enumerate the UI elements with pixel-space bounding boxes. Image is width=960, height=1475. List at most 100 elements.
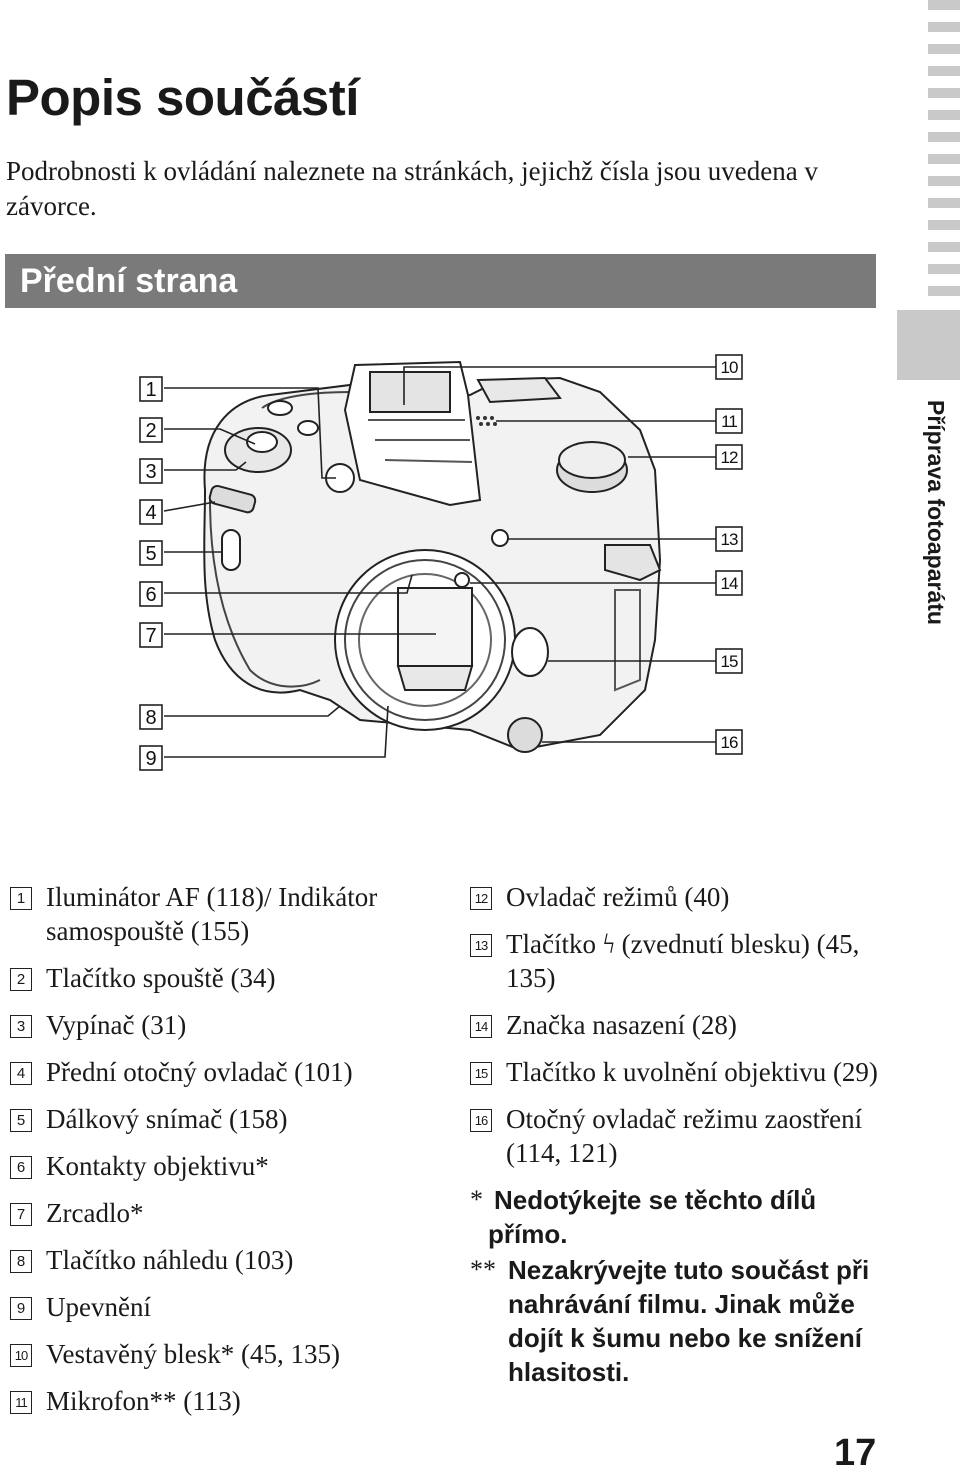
legend-item: 15 Tlačítko k uvolnění objektivu (29) xyxy=(470,1055,890,1089)
callout-3: 3 xyxy=(139,458,163,484)
legend-left-column: 1 Iluminátor AF (118)/ Indikátor samospou… xyxy=(10,880,450,1431)
item-number: 1 xyxy=(10,887,32,910)
item-number: 9 xyxy=(10,1297,32,1320)
legend-item: 13 Tlačítko ϟ (zvednutí blesku) (45, 135) xyxy=(470,927,890,995)
svg-text:9: 9 xyxy=(145,748,156,770)
callout-13: 13 xyxy=(715,526,743,552)
item-text: Přední otočný ovladač (101) xyxy=(46,1057,353,1087)
legend-item: 9 Upevnění xyxy=(10,1290,450,1324)
lens-release-button xyxy=(511,627,549,677)
svg-text:7: 7 xyxy=(145,625,156,647)
item-text: Kontakty objektivu* xyxy=(46,1151,269,1181)
svg-text:8: 8 xyxy=(145,707,156,729)
svg-text:12: 12 xyxy=(721,448,738,467)
legend-item: 11 Mikrofon** (113) xyxy=(10,1384,450,1418)
legend-item: 4 Přední otočný ovladač (101) xyxy=(10,1055,450,1089)
front-dial xyxy=(208,484,257,514)
flash-window xyxy=(369,371,451,413)
item-text: Tlačítko spouště (34) xyxy=(46,963,276,993)
svg-text:13: 13 xyxy=(721,530,738,549)
remote-sensor xyxy=(221,529,241,571)
callout-5: 5 xyxy=(139,540,163,566)
svg-text:5: 5 xyxy=(145,543,156,565)
item-number: 15 xyxy=(470,1062,492,1085)
item-number: 11 xyxy=(10,1391,32,1414)
focus-mode-dial xyxy=(507,717,543,753)
callout-4: 4 xyxy=(139,499,163,525)
item-number: 7 xyxy=(10,1203,32,1226)
item-text: Ovladač režimů (40) xyxy=(506,882,730,912)
item-text: Upevnění xyxy=(46,1292,151,1322)
callout-2: 2 xyxy=(139,417,163,443)
callout-14: 14 xyxy=(715,570,743,596)
callout-16: 16 xyxy=(715,729,743,755)
item-number: 4 xyxy=(10,1062,32,1085)
hot-shoe xyxy=(476,376,562,404)
mount-index xyxy=(454,572,470,588)
microphone-grill xyxy=(476,416,497,426)
svg-text:2: 2 xyxy=(145,420,156,442)
intro-text: Podrobnosti k ovládání naleznete na strá… xyxy=(6,156,818,221)
item-text: Značka nasazení (28) xyxy=(506,1010,737,1040)
mirror xyxy=(397,587,473,667)
item-number: 8 xyxy=(10,1250,32,1273)
page-number: 17 xyxy=(834,1432,877,1474)
item-text: Tlačítko ϟ (zvednutí blesku) (45, 135) xyxy=(506,929,860,993)
footnote-double-asterisk: ** Nezakrývejte tuto součást při nahrává… xyxy=(470,1253,890,1389)
footnote-text-continued: přímo. xyxy=(488,1219,568,1249)
legend-item: 3 Vypínač (31) xyxy=(10,1008,450,1042)
item-number: 5 xyxy=(10,1109,32,1132)
shutter-button xyxy=(246,431,278,453)
legend-item: 16 Otočný ovladač režimu zaostření (114, … xyxy=(470,1102,890,1170)
item-text: Tlačítko k uvolnění objektivu (29) xyxy=(506,1057,878,1087)
section-title: Přední strana xyxy=(20,262,238,300)
footnote-text: Nezakrývejte tuto součást při nahrávání … xyxy=(508,1255,870,1387)
edge-stripes xyxy=(928,0,960,300)
item-text: Iluminátor AF (118)/ Indikátor samospouš… xyxy=(46,882,378,946)
item-text: Zrcadlo* xyxy=(46,1198,144,1228)
svg-text:6: 6 xyxy=(145,584,156,606)
svg-text:1: 1 xyxy=(145,379,156,401)
footnote-single-asterisk: * Nedotýkejte se těchto dílů přímo. xyxy=(470,1183,890,1251)
item-number: 14 xyxy=(470,1015,492,1038)
svg-text:14: 14 xyxy=(721,574,738,593)
legend-item: 7 Zrcadlo* xyxy=(10,1196,450,1230)
svg-text:3: 3 xyxy=(145,461,156,483)
item-number: 13 xyxy=(470,934,492,957)
item-text: Mikrofon** (113) xyxy=(46,1386,241,1416)
footnote-mark: ** xyxy=(470,1255,496,1284)
item-text: Dálkový snímač (158) xyxy=(46,1104,288,1134)
callout-8: 8 xyxy=(139,704,163,730)
item-number: 6 xyxy=(10,1156,32,1179)
legend-item: 1 Iluminátor AF (118)/ Indikátor samospou… xyxy=(10,880,450,948)
callout-6: 6 xyxy=(139,581,163,607)
footnote-text: Nedotýkejte se těchto dílů xyxy=(494,1185,817,1215)
section-header-bar: Přední strana xyxy=(5,254,876,308)
callout-12: 12 xyxy=(715,444,743,470)
legend-item: 6 Kontakty objektivu* xyxy=(10,1149,450,1183)
legend-item: 5 Dálkový snímač (158) xyxy=(10,1102,450,1136)
callout-7: 7 xyxy=(139,622,163,648)
callout-11: 11 xyxy=(715,408,743,434)
svg-text:15: 15 xyxy=(721,652,738,671)
item-number: 16 xyxy=(470,1109,492,1132)
footnote-mark: * xyxy=(470,1185,483,1214)
edge-tab xyxy=(897,310,960,380)
callout-9: 9 xyxy=(139,745,163,771)
legend-item: 14 Značka nasazení (28) xyxy=(470,1008,890,1042)
page-title: Popis součástí xyxy=(6,69,359,126)
callout-15: 15 xyxy=(715,648,743,674)
callout-10: 10 xyxy=(715,354,743,380)
item-text: Otočný ovladač režimu zaostření (114, 12… xyxy=(506,1104,863,1168)
chapter-side-label: Příprava fotoaparátu xyxy=(923,400,949,625)
strap-lug xyxy=(604,544,662,582)
item-number: 2 xyxy=(10,968,32,991)
item-text: Vypínač (31) xyxy=(46,1010,187,1040)
svg-text:11: 11 xyxy=(721,412,737,431)
item-number: 3 xyxy=(10,1015,32,1038)
callout-1: 1 xyxy=(139,376,163,402)
